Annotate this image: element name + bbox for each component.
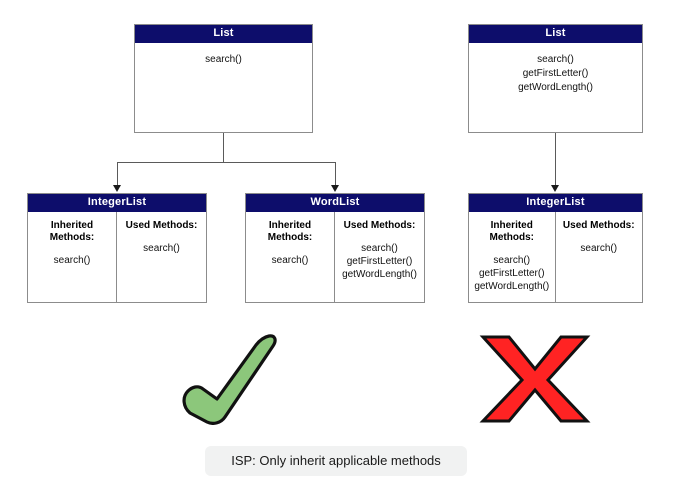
used-methods-title: Used Methods: [562,220,635,231]
inherited-methods-list: search() getFirstLetter() getWordLength(… [473,254,551,293]
good-child-integerlist-box: IntegerList Inherited Methods: search() … [27,193,207,303]
method-item: search() [580,243,618,254]
method-item: search() [205,54,242,65]
inherited-label-line2: Methods: [49,232,95,243]
used-methods-title: Used Methods: [125,220,198,231]
caption-text: ISP: Only inherit applicable methods [231,453,441,468]
good-child-wordlist-name: WordList [246,194,424,212]
good-connector-bar [117,162,335,163]
good-parent-methods: search() [135,43,312,132]
used-methods-title: Used Methods: [343,220,416,231]
good-child-wordlist-box: WordList Inherited Methods: search() Use… [245,193,425,303]
method-item: search() [53,255,91,266]
good-connector-branch-left [117,162,118,186]
method-item: getFirstLetter() [346,256,413,267]
good-connector-trunk [223,133,224,162]
bad-child-integerlist-box: IntegerList Inherited Methods: search() … [468,193,643,303]
good-connector-branch-right [335,162,336,186]
good-child-integerlist-name: IntegerList [28,194,206,212]
inherited-methods-column: Inherited Methods: search() [246,212,335,302]
method-item: search() [537,54,574,65]
inherited-methods-column: Inherited Methods: search() getFirstLett… [469,212,556,302]
inherited-methods-title: Inherited Methods: [473,220,551,244]
method-item: search() [271,255,309,266]
bad-arrow [551,185,559,192]
cross-mark-icon [479,331,591,427]
good-child-integerlist-body: Inherited Methods: search() Used Methods… [28,212,206,302]
bad-parent-class-box: List search() getFirstLetter() getWordLe… [468,24,643,133]
inherited-label-line1: Inherited [490,220,533,231]
inherited-methods-title: Inherited Methods: [32,220,112,244]
method-item: getFirstLetter() [522,68,589,79]
used-methods-column: Used Methods: search() getFirstLetter() … [335,212,424,302]
used-methods-column: Used Methods: search() [117,212,206,302]
inherited-methods-list: search() [32,254,112,267]
method-item: getWordLength() [474,281,550,292]
bad-parent-methods: search() getFirstLetter() getWordLength(… [469,43,642,132]
method-item: search() [361,243,398,254]
inherited-methods-title: Inherited Methods: [250,220,330,244]
check-mark-icon [176,333,280,425]
inherited-label-line1: Inherited [268,220,312,231]
used-methods-list: search() [121,242,202,255]
inherited-label-line2: Methods: [489,232,534,243]
bad-connector-trunk [555,133,556,186]
inherited-methods-list: search() [250,254,330,267]
method-item: search() [493,255,531,266]
inherited-label-line1: Inherited [50,220,94,231]
used-methods-list: search() [560,242,639,255]
method-item: getWordLength() [342,269,417,280]
good-child-wordlist-body: Inherited Methods: search() Used Methods… [246,212,424,302]
method-item: getFirstLetter() [478,268,545,279]
method-item: search() [143,243,180,254]
inherited-methods-column: Inherited Methods: search() [28,212,117,302]
good-parent-class-name: List [135,25,312,43]
bad-child-integerlist-body: Inherited Methods: search() getFirstLett… [469,212,642,302]
caption-pill: ISP: Only inherit applicable methods [205,446,467,476]
used-methods-column: Used Methods: search() [556,212,643,302]
good-arrow-left [113,185,121,192]
inherited-label-line2: Methods: [267,232,313,243]
good-arrow-right [331,185,339,192]
bad-child-integerlist-name: IntegerList [469,194,642,212]
good-parent-class-box: List search() [134,24,313,133]
bad-parent-class-name: List [469,25,642,43]
method-item: getWordLength() [518,82,593,93]
used-methods-list: search() getFirstLetter() getWordLength(… [339,242,420,281]
